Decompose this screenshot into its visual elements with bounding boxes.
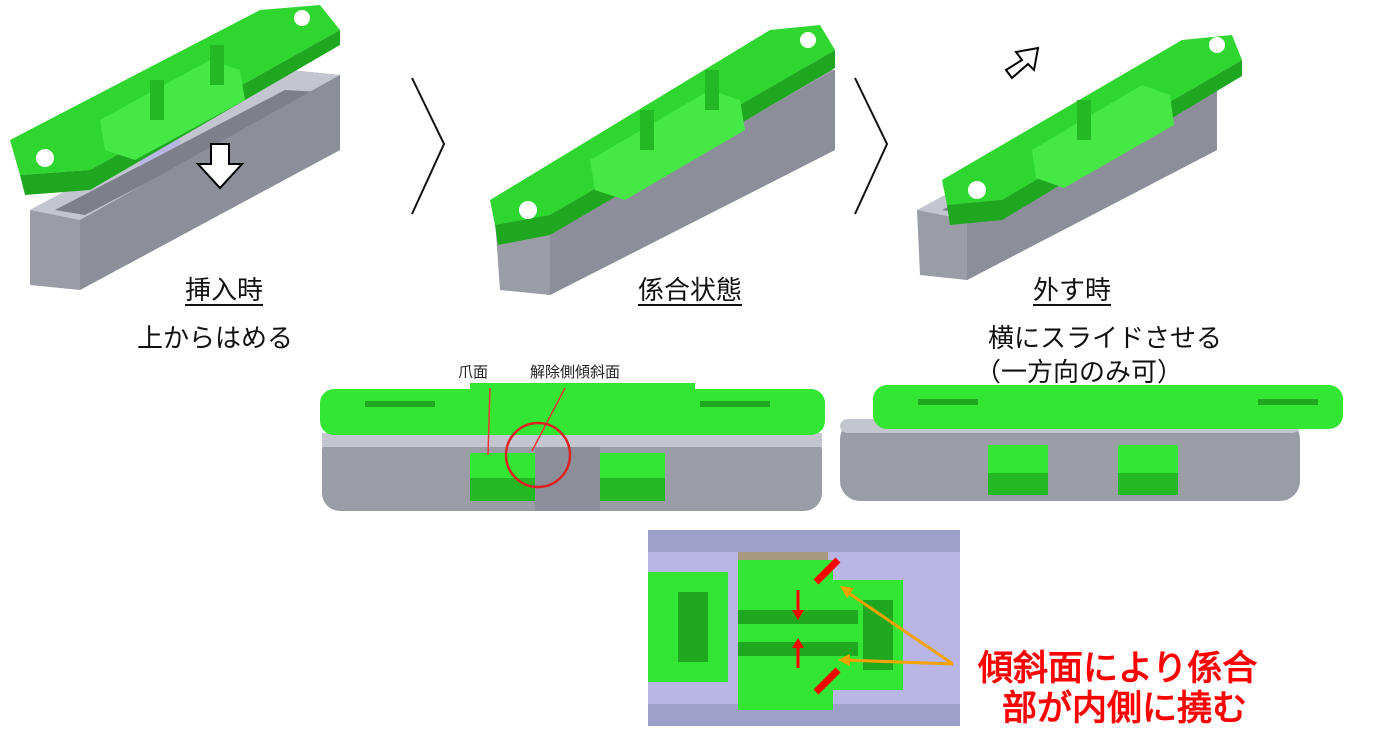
assembly-remove-figure: [917, 35, 1242, 280]
remove-description-2: （一方向のみ可）: [975, 358, 1184, 388]
step-chevron-icon: [854, 77, 889, 215]
engaged-title: 係合状態: [638, 276, 743, 306]
up-right-arrow-icon: [1004, 46, 1040, 80]
step-chevron-icon: [411, 77, 446, 215]
insert-title: 挿入時: [185, 276, 264, 306]
engagement-detail-figure: [648, 530, 960, 726]
release-slope-label: 解除側傾斜面: [530, 363, 621, 381]
claw-face-label: 爪面: [458, 363, 489, 381]
note-line-2: 部が内側に撓む: [1002, 689, 1248, 729]
down-arrow-icon: [195, 143, 245, 190]
side-view-remove-figure: [840, 385, 1343, 501]
assembly-insert-figure: [10, 5, 340, 290]
side-view-engaged-figure: [320, 383, 825, 511]
remove-title: 外す時: [1033, 276, 1112, 306]
assembly-engaged-figure: [490, 25, 835, 295]
note-line-1: 傾斜面により係合: [978, 649, 1258, 689]
insert-description: 上からはめる: [137, 324, 294, 354]
remove-description-1: 横にスライドさせる: [988, 324, 1223, 354]
